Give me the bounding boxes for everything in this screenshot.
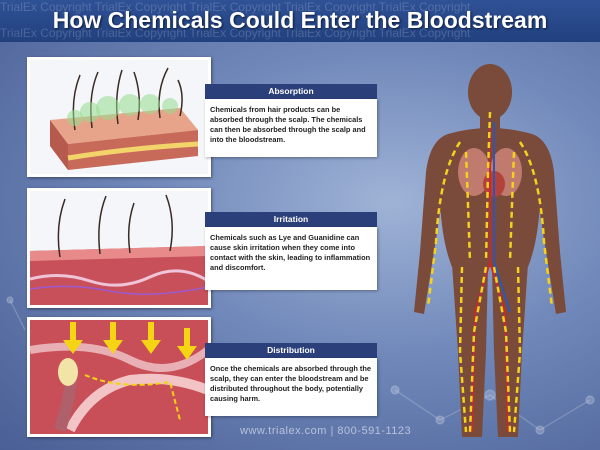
skin-irritation-image [30,191,208,305]
distribution-text: Once the chemicals are absorbed through … [205,358,377,416]
skin-absorption-image [30,60,208,174]
footer-contact: www.trialex.com | 800-591-1123 [240,425,412,437]
watermark-bottom: TrialEx Copyright TrialEx Copyright Tria… [0,26,471,40]
absorption-text: Chemicals from hair products can be abso… [205,99,377,157]
arrow-down-icon [103,322,123,354]
page-title: How Chemicals Could Enter the Bloodstrea… [52,7,548,33]
title-bar: TrialEx Copyright TrialEx Copyright Tria… [0,0,600,42]
body-circulation-figure [414,64,566,437]
arrow-down-icon [63,322,83,354]
watermark-top: TrialEx Copyright TrialEx Copyright Tria… [0,0,471,14]
distribution-illustration [27,317,211,437]
irritation-text: Chemicals such as Lye and Guanidine can … [205,227,377,290]
distribution-heading: Distribution [205,343,377,358]
irritation-heading: Irritation [205,212,377,227]
arrow-down-icon [141,322,161,354]
skin-distribution-image [30,320,208,434]
arrow-down-icon [177,328,197,360]
absorption-heading: Absorption [205,84,377,99]
chemical-pathway [426,111,554,433]
absorption-illustration [27,57,211,177]
irritation-illustration [27,188,211,308]
